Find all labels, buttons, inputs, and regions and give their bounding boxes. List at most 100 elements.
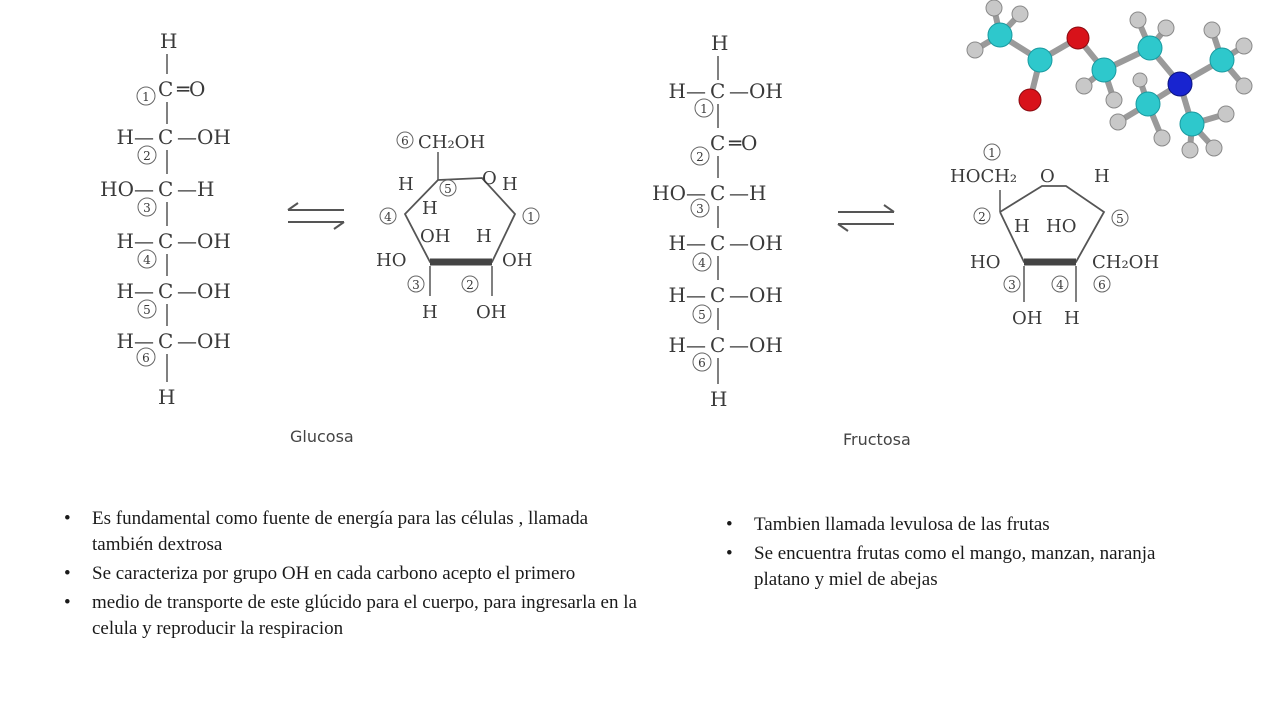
fructose-furanose-ring: 1 HOCH₂ O H 2 H HO 5 HO CH₂OH 3 4 6 OH H [950, 143, 1159, 329]
oxygen-atoms [1018, 26, 1090, 112]
glucose-chain-top-h: H [160, 29, 177, 53]
svg-text:C: C [158, 279, 173, 303]
svg-text:H: H [1094, 166, 1110, 187]
svg-text:4: 4 [698, 256, 706, 270]
svg-text:C: C [710, 181, 725, 205]
svg-text:═O: ═O [176, 77, 205, 101]
svg-text:2: 2 [143, 149, 151, 163]
glucose-caption: Glucosa [290, 427, 354, 446]
svg-text:CH₂OH: CH₂OH [1092, 252, 1159, 273]
svg-text:3: 3 [412, 278, 420, 292]
svg-text:H: H [1064, 308, 1080, 329]
svg-text:HO: HO [970, 252, 1000, 273]
svg-text:—OH: —OH [729, 283, 783, 307]
fructose-chain-row-5: H— C —OH 5 [669, 283, 783, 324]
svg-text:5: 5 [444, 182, 452, 196]
svg-text:═O: ═O [728, 131, 757, 155]
svg-text:2: 2 [978, 210, 986, 224]
svg-text:OH: OH [1012, 308, 1042, 329]
hydrogen-atoms [966, 0, 1253, 159]
svg-text:1: 1 [142, 90, 150, 104]
glucose-bullet: Es fundamental como fuente de energía pa… [62, 506, 652, 558]
glucose-chain-row-6: H— C —OH 6 [117, 329, 231, 367]
svg-text:—OH: —OH [729, 79, 783, 103]
svg-text:C: C [158, 229, 173, 253]
svg-text:C: C [710, 333, 725, 357]
glucose-chain-row-2: H— C —OH 2 [117, 125, 231, 165]
ball-and-stick-molecule [966, 0, 1253, 159]
svg-text:—OH: —OH [729, 333, 783, 357]
glucose-chain-row-3: HO— C —H 3 [100, 177, 214, 217]
svg-text:—H: —H [177, 177, 214, 201]
fructose-caption: Fructosa [843, 430, 911, 449]
svg-text:—H: —H [729, 181, 766, 205]
svg-text:H: H [502, 174, 518, 195]
svg-text:O: O [482, 168, 497, 189]
svg-text:H—: H— [669, 283, 706, 307]
svg-text:C: C [710, 131, 725, 155]
svg-text:O: O [1040, 166, 1055, 187]
svg-text:C: C [710, 231, 725, 255]
fructose-chain-top-h: H [711, 31, 728, 55]
svg-text:6: 6 [142, 351, 150, 365]
svg-text:H—: H— [117, 229, 154, 253]
fructose-chain-row-6: H— C —OH 6 [669, 333, 783, 372]
carbohydrate-diagram: H C ═O 1 H— C —OH 2 HO— C —H 3 H— C [100, 0, 1253, 449]
svg-text:C: C [158, 125, 173, 149]
glucose-open-chain: H C ═O 1 H— C —OH 2 HO— C —H 3 H— C [100, 29, 231, 409]
svg-text:HO—: HO— [100, 177, 154, 201]
svg-text:2: 2 [696, 150, 704, 164]
svg-text:6: 6 [1098, 278, 1106, 292]
glucose-equilibrium-arrows [287, 202, 345, 230]
svg-text:—OH: —OH [729, 231, 783, 255]
glucose-bullet: medio de transporte de este glúcido para… [62, 590, 652, 642]
svg-text:C: C [158, 329, 173, 353]
glucose-chain-row-5: H— C —OH 5 [117, 279, 231, 319]
fructose-chain-bottom-h: H [710, 387, 727, 411]
svg-text:—OH: —OH [177, 329, 231, 353]
svg-text:C: C [710, 79, 725, 103]
svg-text:5: 5 [143, 303, 151, 317]
svg-text:HO: HO [1046, 216, 1076, 237]
svg-text:H—: H— [117, 125, 154, 149]
svg-text:H: H [1014, 216, 1030, 237]
svg-text:—OH: —OH [177, 279, 231, 303]
fructose-equilibrium-arrows [837, 204, 895, 232]
svg-text:H—: H— [669, 79, 706, 103]
svg-text:4: 4 [384, 210, 392, 224]
svg-text:6: 6 [698, 356, 706, 370]
svg-text:5: 5 [698, 308, 706, 322]
glucose-chain-row-4: H— C —OH 4 [117, 229, 231, 269]
fructose-chain-row-3: HO— C —H 3 [652, 181, 766, 218]
svg-text:1: 1 [988, 146, 996, 160]
svg-text:H—: H— [117, 329, 154, 353]
svg-text:C: C [710, 283, 725, 307]
svg-text:3: 3 [1008, 278, 1016, 292]
svg-text:CH₂OH: CH₂OH [418, 132, 485, 153]
svg-text:1: 1 [527, 210, 535, 224]
fructose-chain-row-4: H— C —OH 4 [669, 231, 783, 272]
svg-text:OH: OH [502, 250, 532, 271]
svg-text:HOCH₂: HOCH₂ [950, 166, 1017, 187]
svg-text:H—: H— [117, 279, 154, 303]
svg-text:H—: H— [669, 231, 706, 255]
svg-text:5: 5 [1116, 212, 1124, 226]
glucose-bullet-list: Es fundamental como fuente de energía pa… [62, 506, 652, 645]
svg-text:4: 4 [1056, 278, 1064, 292]
svg-text:3: 3 [696, 202, 704, 216]
fructose-chain-row-2: C ═O 2 [690, 131, 757, 166]
fructose-chain-row-1: H— C —OH 1 [669, 79, 783, 118]
svg-text:C: C [158, 177, 173, 201]
glucose-pyranose-ring: 6 CH₂OH O H 5 H H 4 1 OH H HO OH 3 2 H O… [376, 131, 540, 323]
glucose-chain-bottom-h: H [158, 385, 175, 409]
glucose-bullet: Se caracteriza por grupo OH en cada carb… [62, 561, 652, 587]
svg-text:H: H [476, 226, 492, 247]
svg-text:H: H [422, 198, 438, 219]
fructose-bullet-list: Tambien llamada levulosa de las frutas S… [724, 512, 1214, 596]
glucose-chain-row-1: C ═O 1 [136, 77, 205, 106]
svg-text:OH: OH [476, 302, 506, 323]
fructose-bullet: Tambien llamada levulosa de las frutas [724, 512, 1214, 538]
svg-text:H: H [398, 174, 414, 195]
fructose-bullet: Se encuentra frutas como el mango, manza… [724, 541, 1214, 593]
svg-text:1: 1 [700, 102, 708, 116]
